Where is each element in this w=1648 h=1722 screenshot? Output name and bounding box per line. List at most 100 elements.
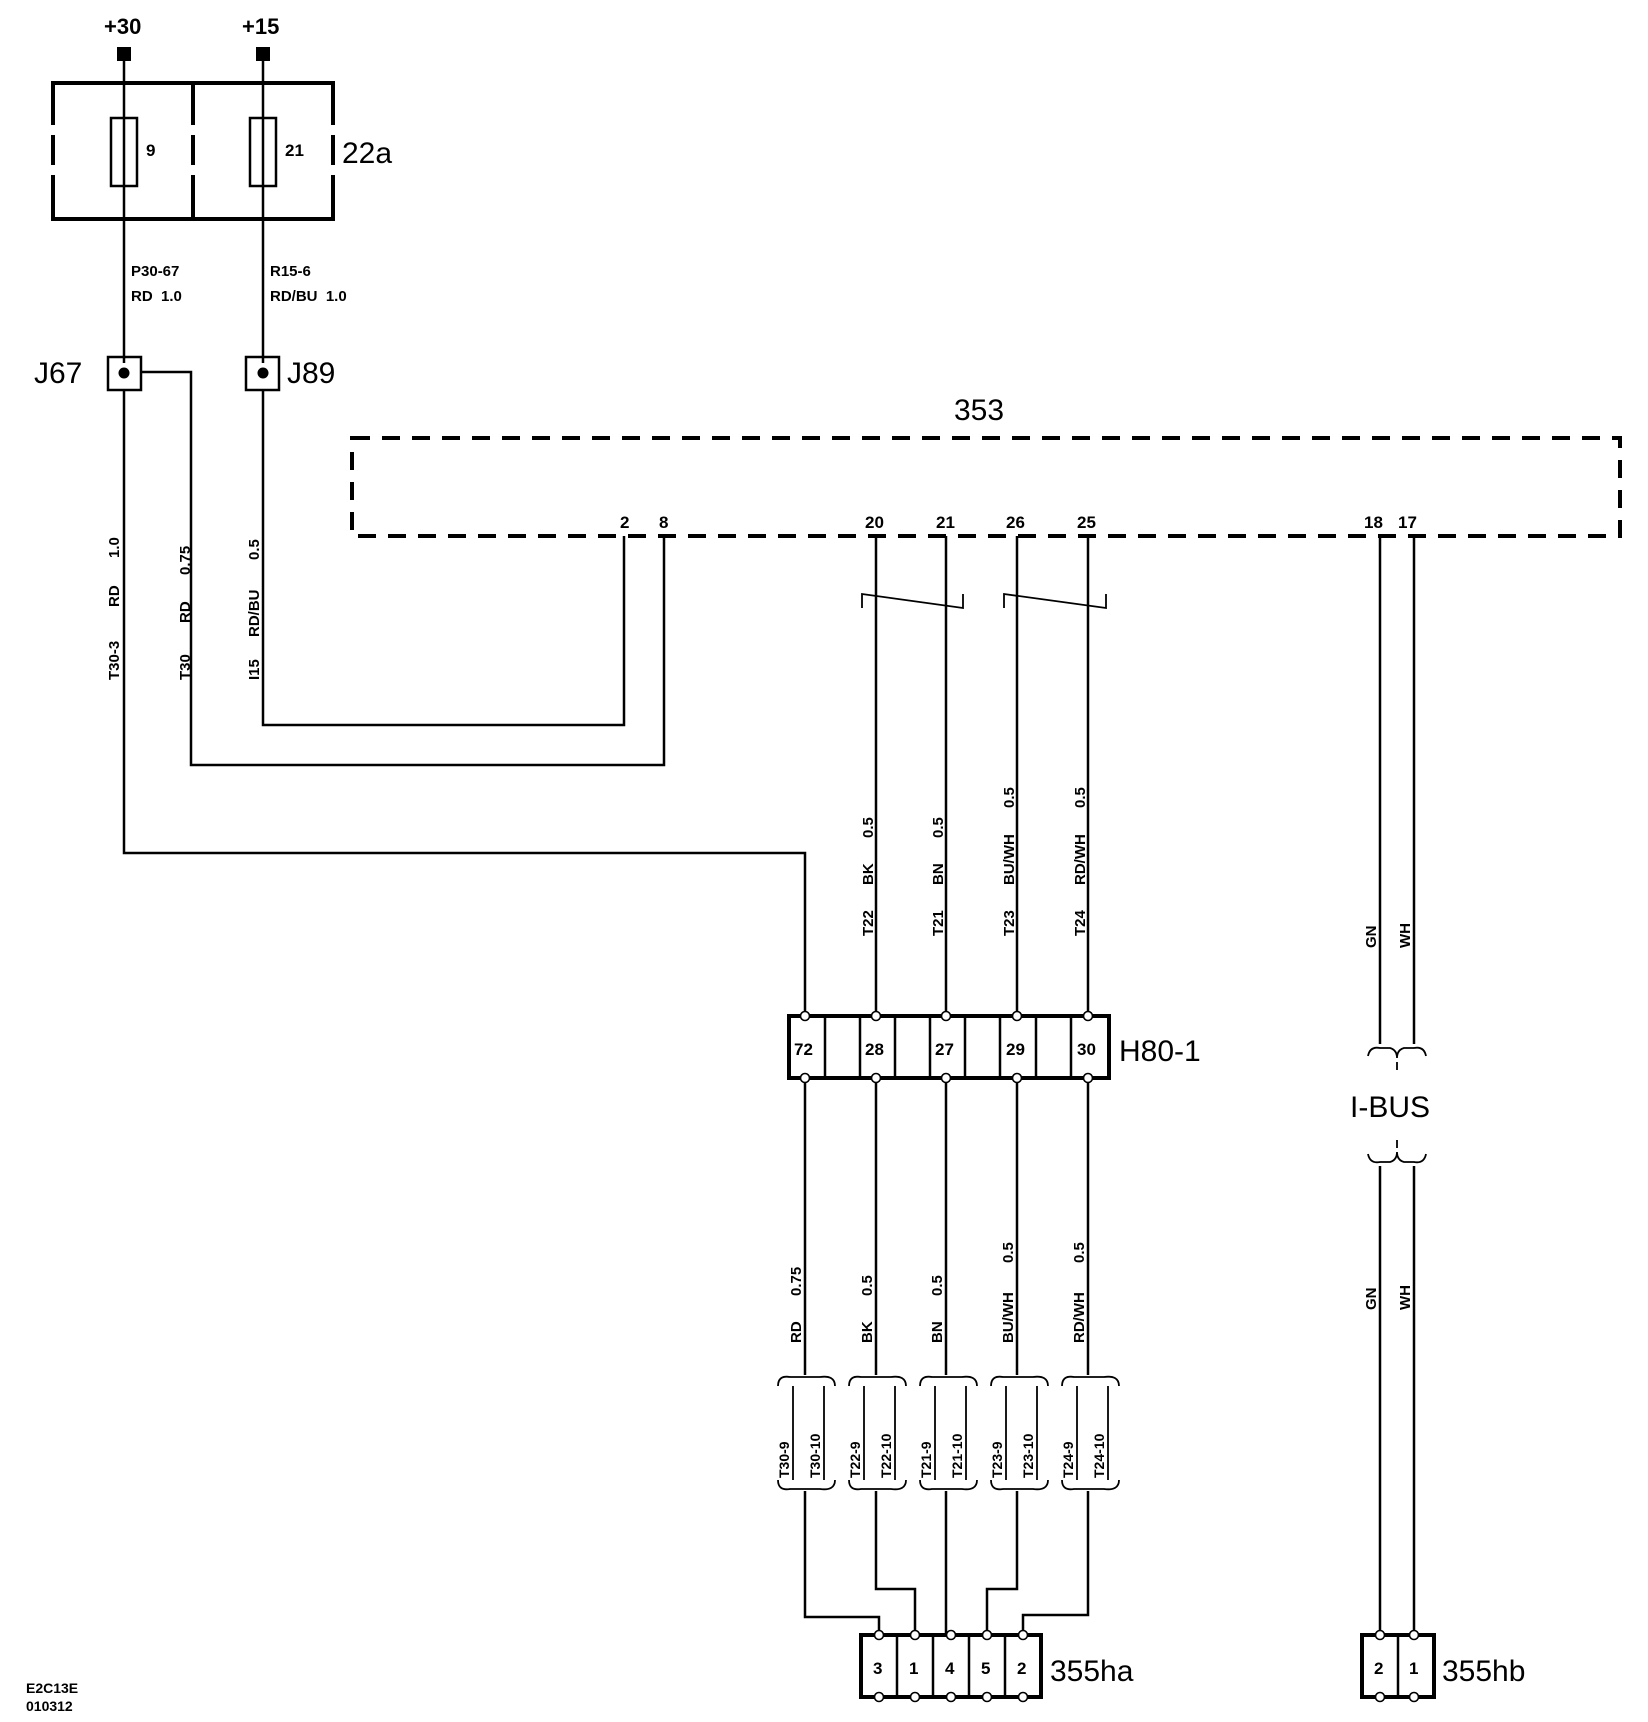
- wire-t21-color: BN: [930, 863, 947, 885]
- splice-t23-b: T23-10: [1020, 1433, 1036, 1478]
- twisted-pair-icon: [861, 592, 964, 610]
- module-pin-18: 18: [1364, 513, 1383, 532]
- 355ha-pin-5: 5: [981, 1659, 990, 1678]
- wire-t22-labels: T22 BK 0.5: [860, 817, 877, 936]
- module-353: 353 2 8 20 21 26 25 18 17: [350, 394, 1622, 538]
- splice-t22-a: T22-9: [847, 1441, 863, 1478]
- wire-t21-labels: T21 BN 0.5: [930, 817, 947, 936]
- junction-j67: J67: [34, 355, 143, 392]
- module-pin-17: 17: [1398, 513, 1417, 532]
- wire-t21-code: T21: [930, 910, 947, 936]
- wire-t22-size: 0.5: [860, 817, 877, 838]
- wire-t22-code: T22: [860, 910, 877, 936]
- wire-t24-color: RD/WH: [1072, 834, 1089, 885]
- lower-wire-2-color: BK: [859, 1321, 876, 1343]
- lower-wire-3-labels: BN 0.5: [929, 1275, 946, 1343]
- lower-wire-4-labels: BU/WH 0.5: [1000, 1242, 1017, 1343]
- h80-pin-28: 28: [865, 1040, 884, 1059]
- h80-pin-27: 27: [935, 1040, 954, 1059]
- wire-t30-code: T30: [177, 654, 194, 680]
- wire-t23-size: 0.5: [1001, 787, 1018, 808]
- splice-t24-b: T24-10: [1091, 1433, 1107, 1478]
- connector-355hb: 2 1 355hb: [1360, 1629, 1525, 1703]
- wire-t24-code: T24: [1072, 909, 1089, 936]
- lower-wire-3-size: 0.5: [929, 1275, 946, 1296]
- terminal-30: +30: [104, 14, 141, 61]
- connector-355ha-label: 355ha: [1050, 1655, 1134, 1688]
- splice-t21-a: T21-9: [918, 1441, 934, 1478]
- h80-pin-72: 72: [794, 1040, 813, 1059]
- module-pin-8: 8: [659, 513, 668, 532]
- wire-t23-color: BU/WH: [1001, 834, 1018, 885]
- wire-t30-size: 0.75: [177, 546, 194, 575]
- wire-t30-3-code: T30-3: [106, 641, 123, 680]
- wire-t24-size: 0.5: [1072, 787, 1089, 808]
- wire-t30-color: RD: [177, 601, 194, 623]
- fuse-box-label: 22a: [342, 137, 392, 170]
- connector-355hb-label: 355hb: [1442, 1655, 1525, 1688]
- 355ha-pin-3: 3: [873, 1659, 882, 1678]
- lower-wire-4-size: 0.5: [1000, 1242, 1017, 1263]
- wire-i15-labels: I15 RD/BU 0.5: [246, 539, 263, 680]
- h80-pin-30: 30: [1077, 1040, 1096, 1059]
- bus-break-icon: [1367, 1151, 1427, 1164]
- lower-wire-2-size: 0.5: [859, 1275, 876, 1296]
- lower-wire-2-labels: BK 0.5: [859, 1275, 876, 1343]
- wire-t30-3-size: 1.0: [106, 537, 123, 558]
- terminal-15-label: +15: [242, 14, 279, 39]
- splice-t22: T22-9 T22-10: [847, 1375, 907, 1491]
- module-353-label: 353: [954, 394, 1004, 427]
- junction-j67-label: J67: [34, 357, 82, 390]
- lower-wire-1-color: RD: [788, 1321, 805, 1343]
- fuse-21-number: 21: [285, 141, 304, 160]
- 355hb-pin-2: 2: [1374, 1659, 1383, 1678]
- wire-p30-67-spec: RD 1.0: [131, 288, 182, 305]
- bus-wire-gn-upper: GN: [1363, 926, 1380, 949]
- bus-break-icon: [1367, 1046, 1427, 1059]
- module-353-pin-labels: 2 8 20 21 26 25 18 17: [620, 513, 1417, 532]
- splice-t22-b: T22-10: [878, 1433, 894, 1478]
- 355ha-pin-4: 4: [945, 1659, 955, 1678]
- module-pin-20: 20: [865, 513, 884, 532]
- twisted-pair-icon: [1003, 592, 1107, 610]
- wire-i15-color: RD/BU: [246, 590, 263, 638]
- bus-label: I-BUS: [1350, 1091, 1430, 1124]
- module-pin-26: 26: [1006, 513, 1025, 532]
- wire-i15-size: 0.5: [246, 539, 263, 560]
- 355ha-pin-1: 1: [909, 1659, 918, 1678]
- splice-t21: T21-9 T21-10: [918, 1375, 978, 1491]
- module-pin-2: 2: [620, 513, 629, 532]
- wire-r15-6-spec: RD/BU 1.0: [270, 288, 347, 305]
- footer-date: 010312: [26, 1698, 73, 1714]
- connector-355ha: 3 1 4 5 2 355ha: [859, 1629, 1134, 1703]
- splice-t23: T23-9 T23-10: [989, 1375, 1049, 1491]
- splice-t30-a: T30-9: [776, 1441, 792, 1478]
- lower-wire-5-color: RD/WH: [1071, 1292, 1088, 1343]
- wire-t23-code: T23: [1001, 910, 1018, 936]
- junction-j89: J89: [244, 355, 335, 392]
- connector-h80-1: 72 28 27 29 30 H80-1: [787, 1010, 1201, 1084]
- 355ha-pin-2: 2: [1017, 1659, 1026, 1678]
- wire-t21-size: 0.5: [930, 817, 947, 838]
- bus-wire-gn-lower: GN: [1363, 1288, 1380, 1311]
- wire-t22-color: BK: [860, 863, 877, 885]
- terminal-15: +15: [242, 14, 279, 61]
- wire-t30-labels: T30 RD 0.75: [177, 546, 194, 680]
- h80-pin-29: 29: [1006, 1040, 1025, 1059]
- lower-wire-1-labels: RD 0.75: [788, 1267, 805, 1343]
- wire-i15-code: I15: [246, 659, 263, 680]
- lower-wire-4-color: BU/WH: [1000, 1292, 1017, 1343]
- footer-code: E2C13E: [26, 1680, 78, 1696]
- wire-t23-labels: T23 BU/WH 0.5: [1001, 787, 1018, 936]
- wire-p30-67-code: P30-67: [131, 263, 179, 280]
- splice-t23-a: T23-9: [989, 1441, 1005, 1478]
- junction-j89-label: J89: [287, 357, 335, 390]
- fuse-9-number: 9: [146, 141, 155, 160]
- wire-t30-3-labels: T30-3 RD 1.0: [106, 537, 123, 680]
- module-pin-25: 25: [1077, 513, 1096, 532]
- lower-wire-5-size: 0.5: [1071, 1242, 1088, 1263]
- terminal-30-label: +30: [104, 14, 141, 39]
- lower-wire-5-labels: RD/WH 0.5: [1071, 1242, 1088, 1343]
- fuse-box-22a: 9 21 22a: [50, 81, 392, 221]
